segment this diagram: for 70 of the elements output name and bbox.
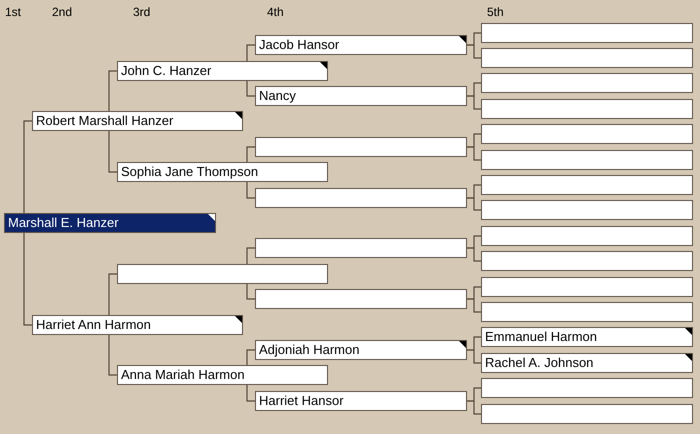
connector-line: [108, 70, 117, 111]
person-name: Harriet Ann Harmon: [36, 317, 151, 333]
connector-line: [246, 349, 255, 365]
generation-label: 3rd: [133, 5, 150, 20]
generation-label: 2nd: [52, 5, 72, 20]
empty-person-box: [117, 264, 328, 284]
person-box: [481, 327, 693, 347]
person-name: Marshall E. Hanzer: [8, 215, 119, 231]
connector-line: [108, 131, 117, 173]
empty-person-box: [255, 188, 467, 208]
person-name: Nancy: [259, 88, 296, 104]
connector-line: [108, 335, 117, 376]
person-box: [117, 61, 328, 81]
connector-line: [23, 233, 32, 326]
empty-person-box: [481, 150, 693, 170]
connector-line: [467, 95, 481, 110]
empty-person-box: [481, 99, 693, 119]
empty-person-box: [481, 378, 693, 398]
person-name: Adjoniah Harmon: [259, 342, 360, 358]
empty-person-box: [481, 277, 693, 297]
connector-line: [246, 44, 255, 61]
empty-person-box: [481, 73, 693, 93]
empty-person-box: [481, 226, 693, 246]
connector-line: [467, 146, 481, 161]
empty-person-box: [481, 200, 693, 220]
person-name: Jacob Hansor: [259, 37, 340, 53]
empty-person-box: [481, 251, 693, 271]
selected-person-box: [4, 213, 216, 233]
empty-person-box: [481, 23, 693, 43]
connector-line: [246, 146, 255, 162]
connector-line: [467, 298, 481, 313]
connector-line: [23, 120, 32, 213]
generation-label: 5th: [487, 5, 504, 20]
person-name: John C. Hanzer: [121, 63, 212, 79]
empty-person-box: [481, 48, 693, 68]
connector-line: [246, 247, 255, 264]
generation-label: 4th: [267, 5, 284, 20]
person-name: Emmanuel Harmon: [485, 329, 597, 345]
person-box: [255, 340, 467, 360]
person-name: Harriet Hansor: [259, 393, 344, 409]
connector-line: [108, 273, 117, 315]
connector-line: [467, 400, 481, 415]
person-box: [255, 35, 467, 55]
person-box: [481, 353, 693, 373]
generation-label: 1st: [5, 5, 22, 20]
connector-line: [467, 247, 481, 262]
connector-line: [246, 284, 255, 300]
empty-person-box: [481, 124, 693, 144]
empty-person-box: [481, 302, 693, 322]
empty-person-box: [481, 175, 693, 195]
connector-line: [467, 197, 481, 211]
connector-line: [246, 385, 255, 402]
empty-person-box: [255, 238, 467, 258]
person-box: [117, 365, 328, 385]
person-name: Sophia Jane Thompson: [121, 164, 258, 180]
connector-line: [246, 182, 255, 199]
person-box: [255, 391, 467, 411]
person-box: [32, 111, 243, 131]
person-name: Anna Mariah Harmon: [121, 367, 245, 383]
person-name: Rachel A. Johnson: [485, 355, 594, 371]
connector-line: [246, 81, 255, 97]
connector-line: [467, 349, 481, 364]
connector-line: [467, 44, 481, 59]
person-box: [117, 162, 328, 182]
person-box: [32, 315, 243, 335]
empty-person-box: [255, 289, 467, 309]
empty-person-box: [481, 404, 693, 424]
empty-person-box: [255, 137, 467, 157]
person-name: Robert Marshall Hanzer: [36, 113, 174, 129]
person-box: [255, 86, 467, 106]
